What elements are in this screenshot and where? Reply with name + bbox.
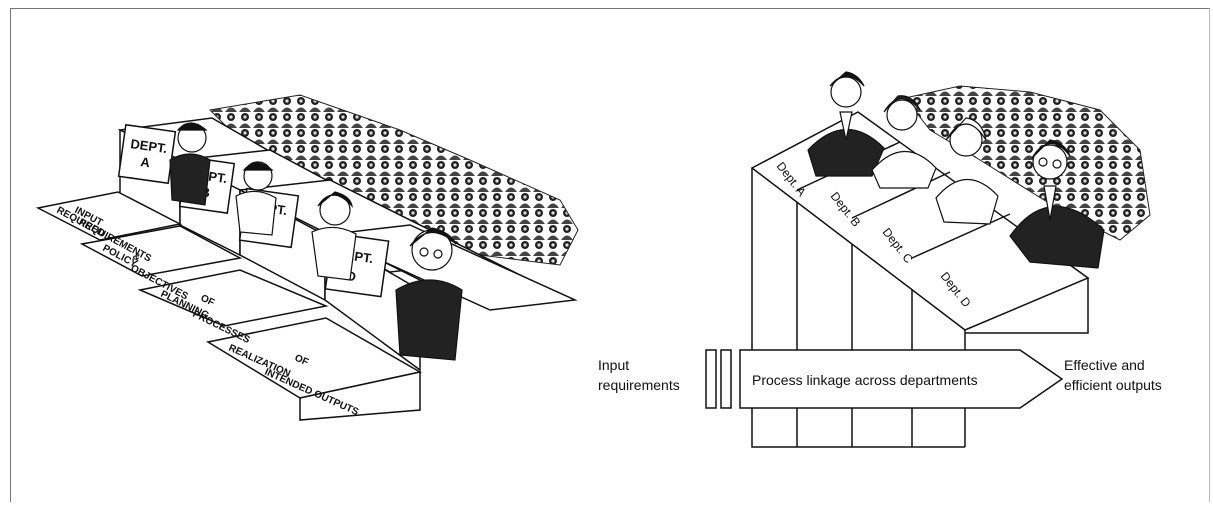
silo-illustration: DEPT. A DEPT. B DEPT. C DEPT. D <box>35 94 579 421</box>
linkage-illustration: Dept. A Dept. B Dept. C Dept. D Process … <box>598 71 1162 448</box>
input-bars <box>705 349 732 409</box>
worker-c <box>311 191 357 281</box>
dept-a-label-line2: A <box>140 154 152 170</box>
worker-d <box>395 227 463 361</box>
stage-3-line2: OF <box>199 293 216 309</box>
person-c <box>935 117 999 225</box>
output-label-line2: efficient outputs <box>1064 377 1162 393</box>
stage-2-line2: & <box>131 251 143 264</box>
dept-a-label-line1: DEPT. <box>130 136 169 156</box>
input-label-line2: requirements <box>598 377 680 393</box>
output-label-line1: Effective and <box>1064 357 1145 373</box>
person-d <box>1009 139 1105 269</box>
worker-figures <box>169 122 463 361</box>
input-label-line1: Input <box>598 357 629 373</box>
stage-4-line2: OF <box>293 353 310 369</box>
person-a <box>807 71 885 177</box>
figure-frame <box>10 8 1210 502</box>
worker-b <box>235 161 277 236</box>
department-heads <box>807 71 1105 269</box>
worker-a <box>169 122 211 206</box>
person-b <box>871 95 937 189</box>
stage-boards <box>35 191 423 421</box>
process-linkage-label: Process linkage across departments <box>752 372 978 388</box>
dept-d-label-line2: D <box>346 268 357 284</box>
process-linkage-arrow <box>739 349 1064 409</box>
